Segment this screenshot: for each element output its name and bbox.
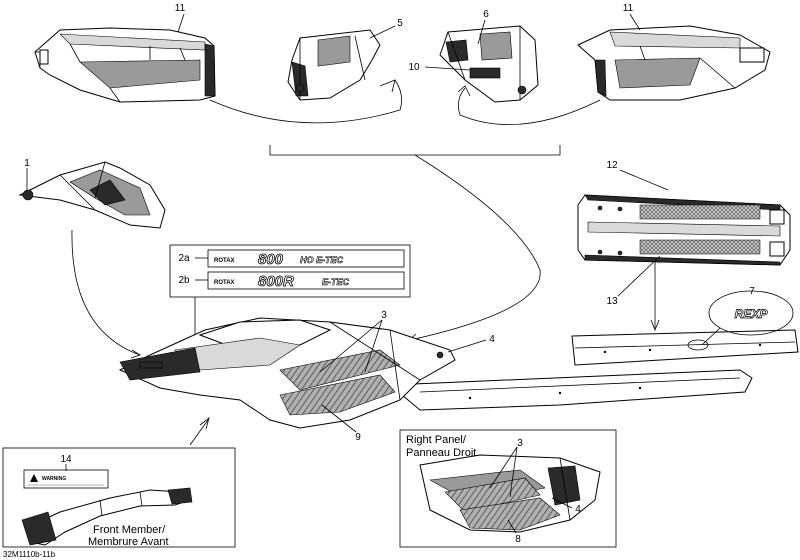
arrow-front-member-to-hood [189,419,209,446]
hood-assembly-drawing [118,317,753,429]
right-side-panel-drawing [577,25,771,101]
callout-9: 9 [355,432,361,443]
decal-2b-rotax: ROTAX [214,280,235,286]
magnifier-leader [701,327,721,346]
decal-2b-model: 800R [258,273,294,290]
decal-2a-suffix: HO E-TEC [300,255,344,265]
decal-7-text: REXP [735,307,769,321]
callout-11-left: 11 [175,3,186,14]
callout-11-right: 11 [623,3,634,14]
part-6-10-drawing [439,25,539,103]
right-panel-caption-en: Right Panel/ [406,434,467,446]
callout-13: 13 [606,296,618,307]
callout-3-main: 3 [381,310,387,321]
callout-2a: 2a [178,253,190,264]
arrowhead-part-6 [457,85,471,97]
reference-code: 32M1110b-11b [3,550,56,559]
part-5-drawing [287,29,381,101]
callout-12: 12 [606,160,618,171]
tunnel-section-drawing [571,329,799,366]
callout-5: 5 [397,18,403,29]
callout-8: 8 [515,534,521,545]
arrow-bracket-to-hood [409,154,541,341]
decal-7-location [687,339,709,351]
arrow-nose-to-hood [71,229,141,356]
right-panel-inset-drawing [419,454,601,533]
callout-1: 1 [24,158,30,169]
decal-2b-drawing [195,271,405,290]
front-member-inset-box [2,447,236,548]
callout-14: 14 [60,454,72,465]
decal-2a-drawing [195,249,405,268]
decal-7-magnifier [708,290,794,336]
left-side-panel-drawing [34,27,216,103]
decal-2b-suffix: E-TEC [322,277,350,287]
callout-2b: 2b [178,275,190,286]
right-panel-caption-fr: Panneau Droit [406,447,476,459]
arrowhead-running-board [650,319,660,332]
right-panel-inset-box [399,429,617,548]
arrowhead-front-member [199,416,210,430]
bracket-top-panels [269,145,561,156]
running-board-drawing [577,194,791,266]
callout-4-inset: 4 [575,504,581,515]
leader-lines [26,13,669,534]
decal-box [169,244,411,298]
callout-6: 6 [483,9,489,20]
front-member-caption-fr: Membrure Avant [88,536,169,548]
decal-2a-model: 800 [258,251,284,268]
front-member-drawing [21,487,193,546]
arrow-right-panel-to-part-6 [457,87,601,126]
callout-3-inset: 3 [517,438,523,449]
nose-piece-drawing [18,161,166,229]
arrowhead-nose [130,349,141,359]
warning-decal-text: WARNING [42,476,66,482]
arrow-left-panel-to-part-5 [209,79,403,124]
front-member-caption-en: Front Member/ [93,524,166,536]
decal-2a-rotax: ROTAX [214,258,235,264]
callout-7: 7 [749,286,755,297]
arrowhead-part-5 [379,79,396,93]
callout-10: 10 [408,62,420,73]
callout-4-main: 4 [489,334,495,345]
